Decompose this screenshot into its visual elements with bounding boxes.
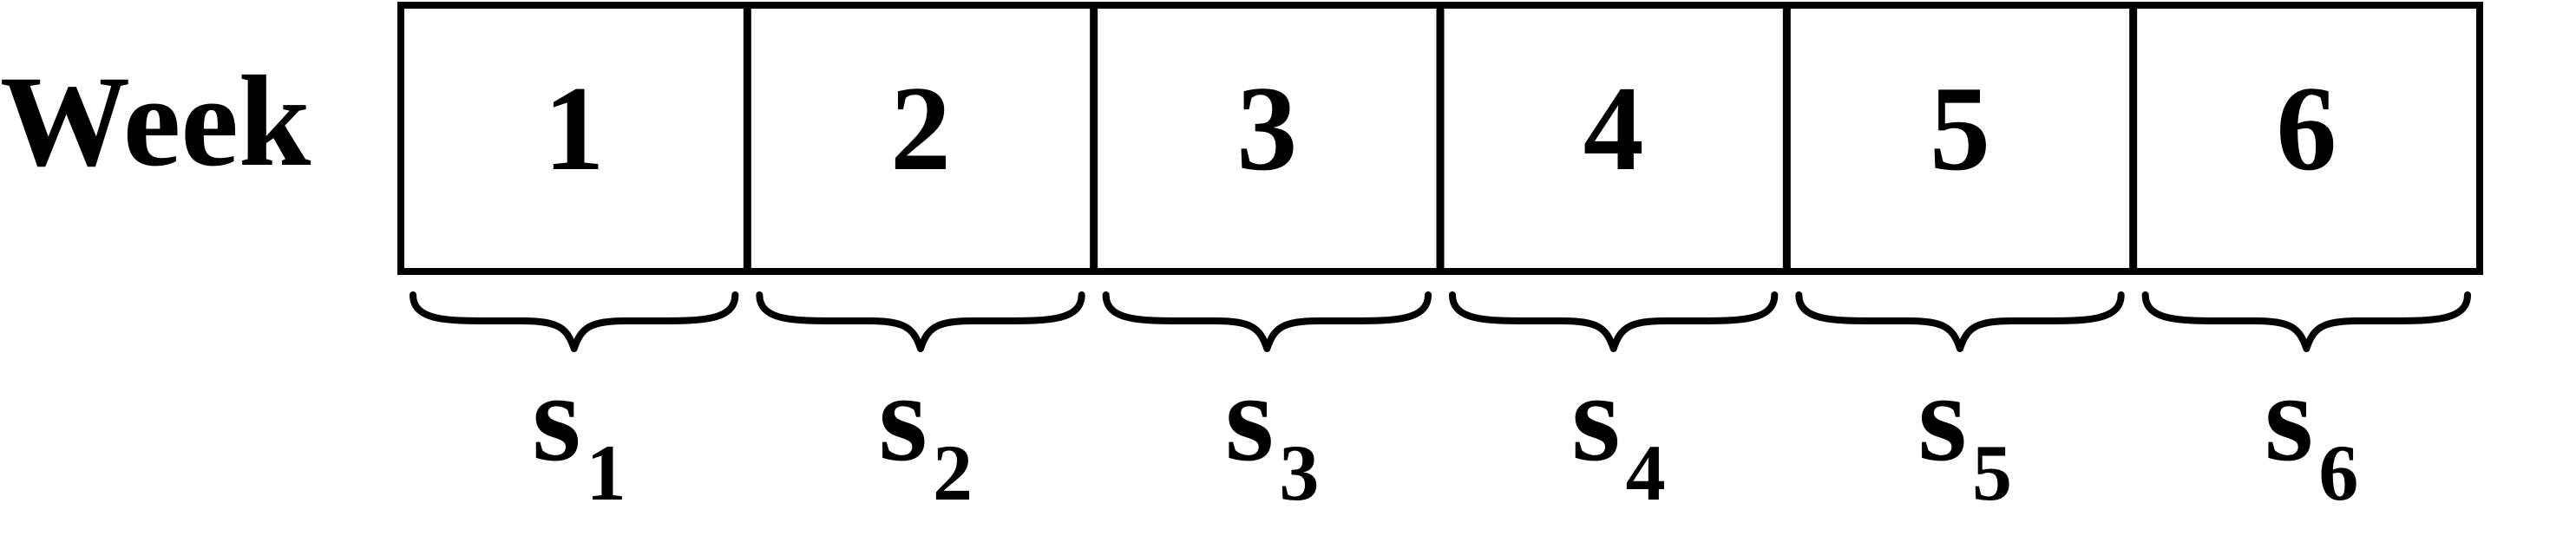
segment-label-letter: s (1571, 349, 1620, 487)
segment-brace-4 (1449, 291, 1779, 352)
segment-brace-5 (1795, 291, 2125, 352)
segment-label-letter: s (1918, 349, 1967, 487)
week-cell-number-4: 4 (1583, 62, 1644, 196)
segment-label-letter: s (1225, 349, 1274, 487)
segment-label-subscript: 3 (1279, 428, 1319, 517)
week-cell-number-2: 2 (890, 62, 951, 196)
segment-label-subscript: 4 (1626, 428, 1666, 517)
segment-brace-2 (756, 291, 1085, 352)
segment-braces (410, 291, 2471, 352)
segment-label-letter: s (532, 349, 580, 487)
segment-label-subscript: 6 (2318, 428, 2358, 517)
segment-label-letter: s (2265, 349, 2313, 487)
segment-label-subscript: 1 (587, 428, 626, 517)
week-cell-number-3: 3 (1236, 62, 1297, 196)
week-cell-number-6: 6 (2276, 62, 2337, 196)
week-cells: 1 2 3 4 5 6 (397, 2, 2483, 275)
week-cell-number-1: 1 (544, 62, 605, 196)
segment-brace-6 (2141, 291, 2471, 352)
segment-label-letter: s (879, 349, 927, 487)
row-label-week: Week (0, 49, 311, 193)
segment-label-subscript: 2 (933, 428, 973, 517)
week-cell-number-5: 5 (1930, 62, 1990, 196)
segment-brace-3 (1102, 291, 1432, 352)
segment-label-subscript: 5 (1972, 428, 2012, 517)
segment-brace-1 (410, 291, 739, 352)
